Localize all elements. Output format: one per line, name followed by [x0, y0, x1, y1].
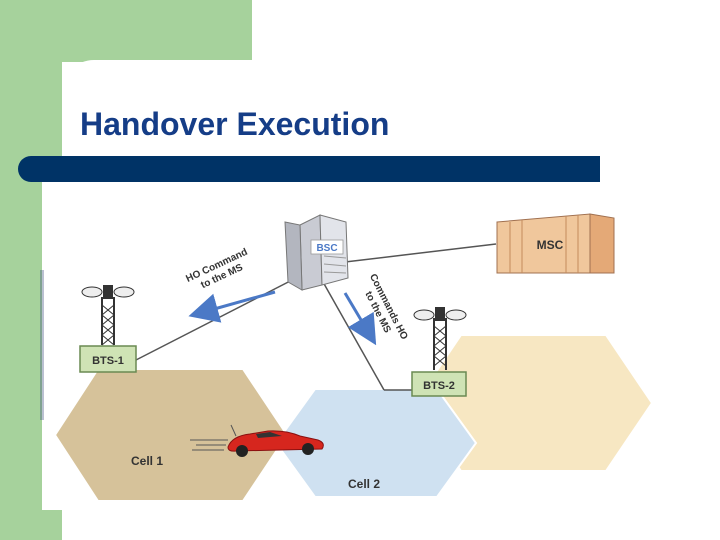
- side-note-strip: [40, 270, 44, 420]
- bsc-label: BSC: [316, 243, 337, 254]
- bts1-bsc-link: [136, 276, 300, 360]
- msc-label: MSC: [537, 238, 564, 252]
- cell-2-label: Cell 2: [348, 477, 380, 491]
- bts1-tower-icon: [82, 285, 134, 345]
- cell-1-label: Cell 1: [131, 454, 163, 468]
- bts2-label: BTS-2: [423, 380, 455, 392]
- ho-command-arrow: [200, 292, 275, 313]
- bsc-msc-link: [345, 244, 496, 262]
- bts1-label: BTS-1: [92, 355, 124, 367]
